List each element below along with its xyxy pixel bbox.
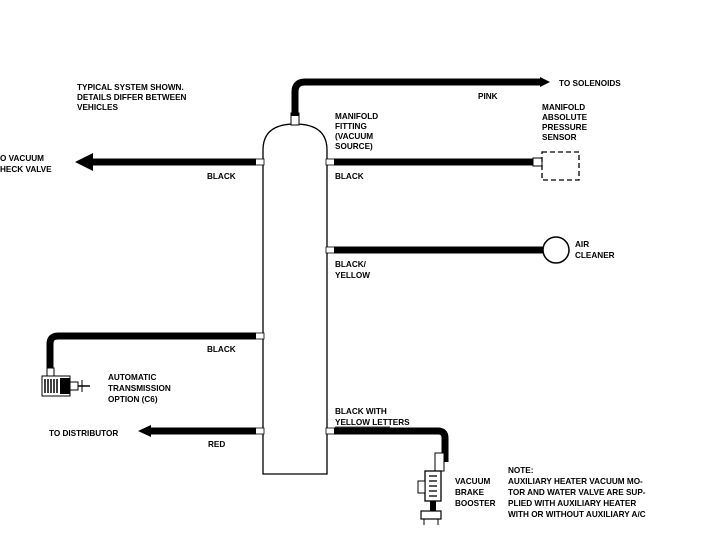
label-black-with-yellow-letters: BLACK WITH YELLOW LETTERS [335,407,410,427]
label-black-right-top: BLACK [335,172,364,181]
label-red: RED [208,440,225,449]
map-sensor-icon [541,151,580,181]
label-manifold-fitting: MANIFOLD FITTING (VACUUM SOURCE) [335,112,381,151]
transmission-modulator-icon [41,367,90,397]
brake-booster-icon [417,452,445,525]
hose-black-check-valve [75,153,256,171]
hose-red [138,425,256,437]
label-black-left-top: BLACK [207,172,236,181]
hose-black-map-sensor [334,157,543,167]
label-auto-trans: AUTOMATIC TRANSMISSION OPTION (C6) [108,373,173,404]
hose-pink [291,77,550,116]
hose-black-transmission [46,332,256,368]
label-to-vacuum-check-valve: O VACUUM HECK VALVE [0,154,52,174]
hose-black-yellow-letters [334,427,449,462]
note-bottom: NOTE: AUXILIARY HEATER VACUUM MO- TOR AN… [508,466,648,519]
label-pink: PINK [478,92,498,101]
label-map-sensor: MANIFOLD ABSOLUTE PRESSURE SENSOR [542,103,589,142]
air-cleaner-icon [542,236,570,264]
label-air-cleaner: AIR CLEANER [575,240,615,260]
label-black-yellow: BLACK/ YELLOW [335,260,370,280]
note-top: TYPICAL SYSTEM SHOWN. DETAILS DIFFER BET… [77,83,189,112]
label-brake-booster: VACUUM BRAKE BOOSTER [455,477,496,508]
label-to-solenoids: TO SOLENOIDS [559,79,621,88]
label-black-left-mid: BLACK [207,345,236,354]
label-to-distributor: TO DISTRIBUTOR [49,429,118,438]
vacuum-manifold [254,112,336,475]
